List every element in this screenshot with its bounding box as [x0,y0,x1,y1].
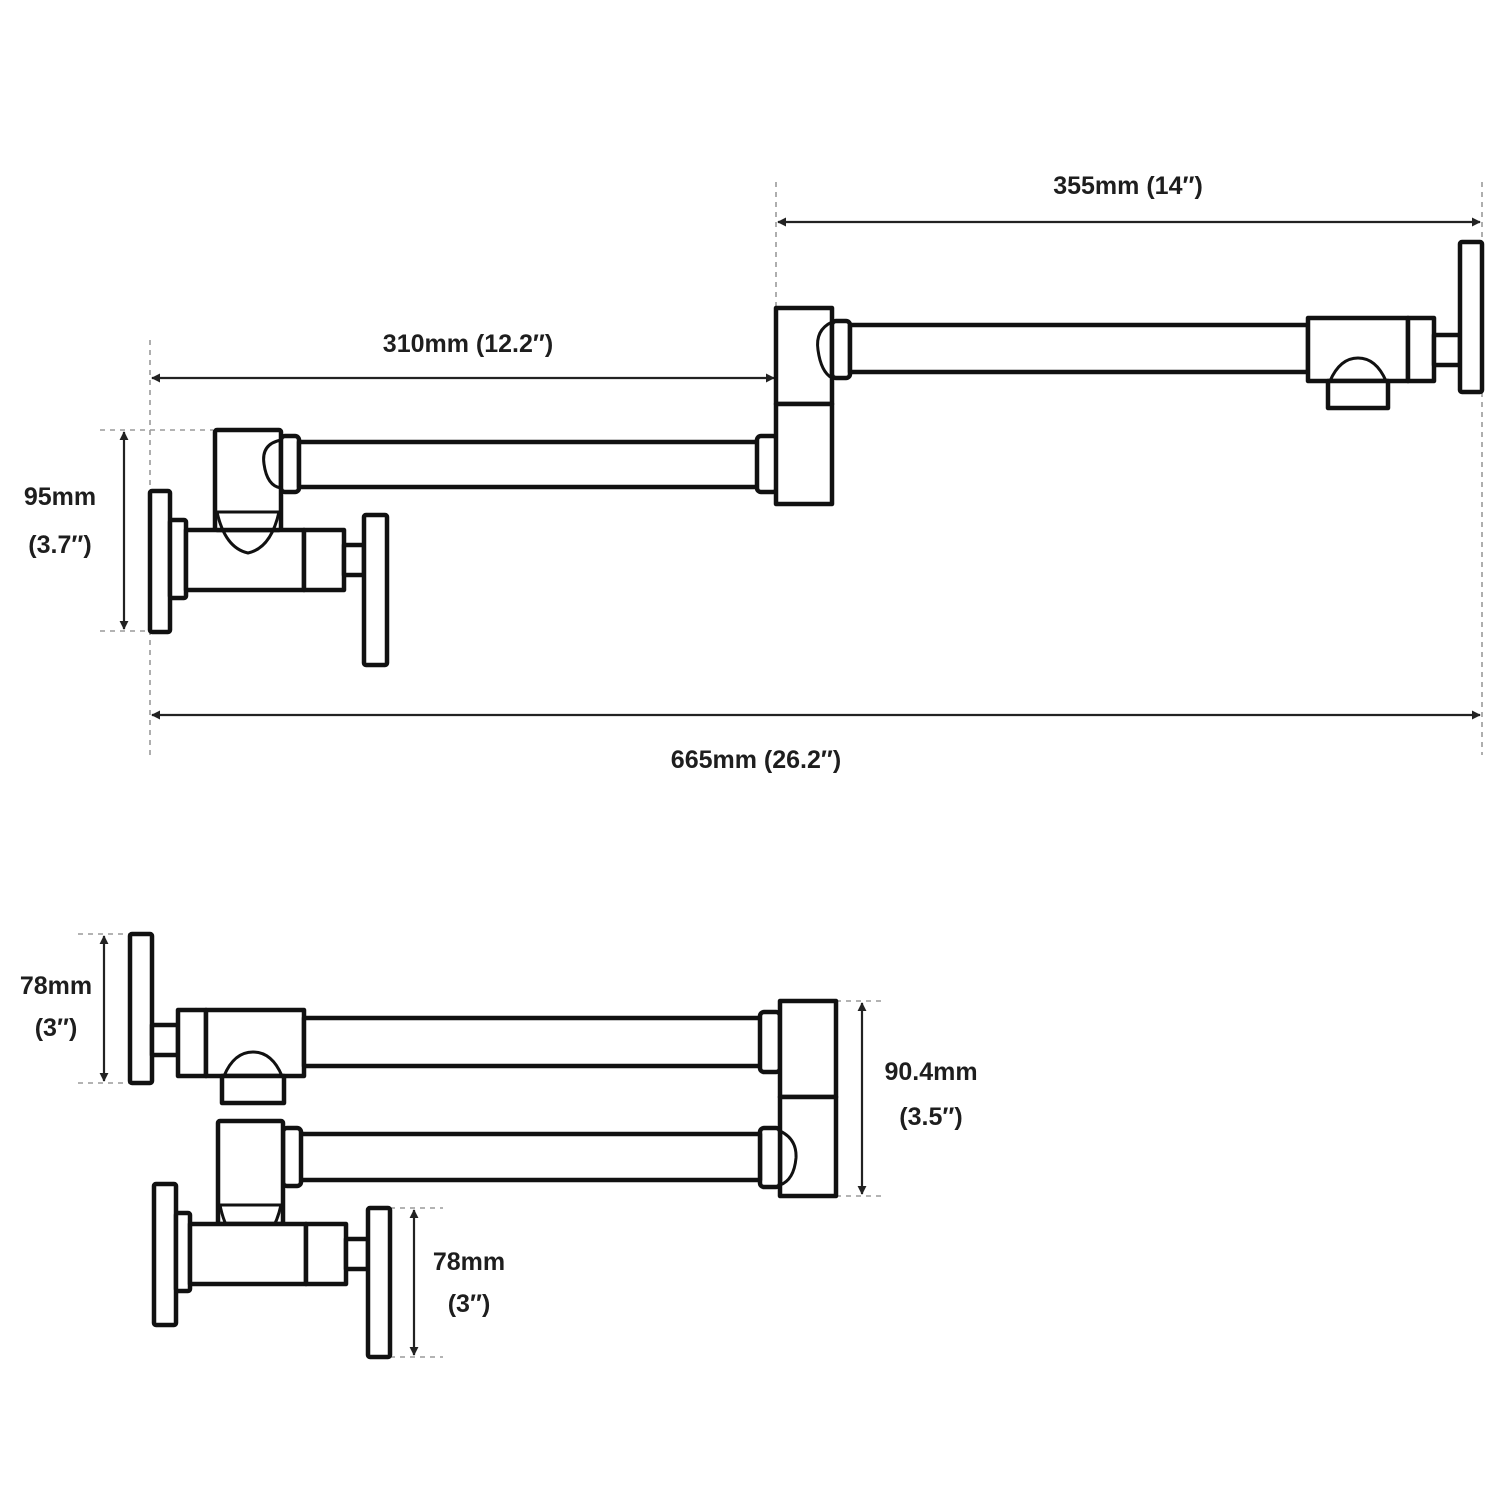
label-inner-arm: 310mm (12.2″) [383,330,553,358]
folded-middle-joint-upper [777,998,839,1100]
spout-nozzle-curve [1328,356,1388,382]
valve-body [183,527,307,593]
folded-valve-handle [365,1205,393,1360]
folded-spout-nozzle-curve [222,1050,284,1077]
folded-wall-flange [151,1181,179,1328]
elbow-collar [278,433,302,495]
wall-flange [147,488,173,635]
spout-body [1305,315,1411,384]
folded-inner-arm-tube [297,1131,763,1183]
folded-spout-nut [175,1007,209,1079]
outer-arm-tube [847,322,1311,375]
label-bottom-handle-in: (3″) [448,1290,491,1318]
joint-collar-outer [829,318,853,381]
extended-faucet-view: 355mm (14″) 310mm (12.2″) 665mm (26.2″) … [24,172,1485,774]
spout-handle [1457,239,1485,395]
folded-spout-nozzle [219,1073,287,1106]
label-joint-mm: 90.4mm [884,1058,977,1086]
folded-valve-body [187,1221,309,1287]
folded-spout-stem [149,1022,181,1058]
label-joint-in: (3.5″) [899,1103,962,1131]
inner-arm-tube [296,439,762,490]
label-height-mm: 95mm [24,483,96,511]
label-height-in: (3.7″) [28,531,91,559]
spout-nut [1405,315,1437,384]
folded-joint-collar-inner [757,1125,783,1190]
folded-joint-collar-outer [757,1009,783,1075]
elbow-cap-lower [215,510,281,555]
valve-nut [301,527,347,593]
folded-elbow-collar [280,1125,304,1189]
label-top-handle-in: (3″) [35,1014,78,1042]
label-bottom-handle-mm: 78mm [433,1248,505,1276]
label-outer-arm: 355mm (14″) [1053,172,1203,200]
spout-stem [1431,332,1463,368]
folded-faucet-view: 78mm (3″) 90.4mm (3.5″) 78mm (3″) [20,931,978,1360]
folded-valve-nut [303,1221,349,1287]
folded-outer-arm-tube [301,1015,765,1069]
folded-swivel-elbow [215,1118,286,1227]
valve-collar [167,517,189,601]
middle-joint-upper [773,305,835,407]
label-total-length: 665mm (26.2″) [671,746,841,774]
elbow-cap-side [262,438,282,490]
spout-nozzle [1325,378,1391,411]
folded-valve-stem [343,1236,371,1272]
label-top-handle-mm: 78mm [20,972,92,1000]
valve-stem [341,542,367,578]
joint-cap-outer [816,320,833,380]
folded-spout-handle [127,931,155,1086]
folded-joint-cap-inner [779,1129,798,1187]
valve-handle [361,512,390,668]
middle-joint-lower [773,401,835,507]
folded-spout-body [203,1007,307,1079]
